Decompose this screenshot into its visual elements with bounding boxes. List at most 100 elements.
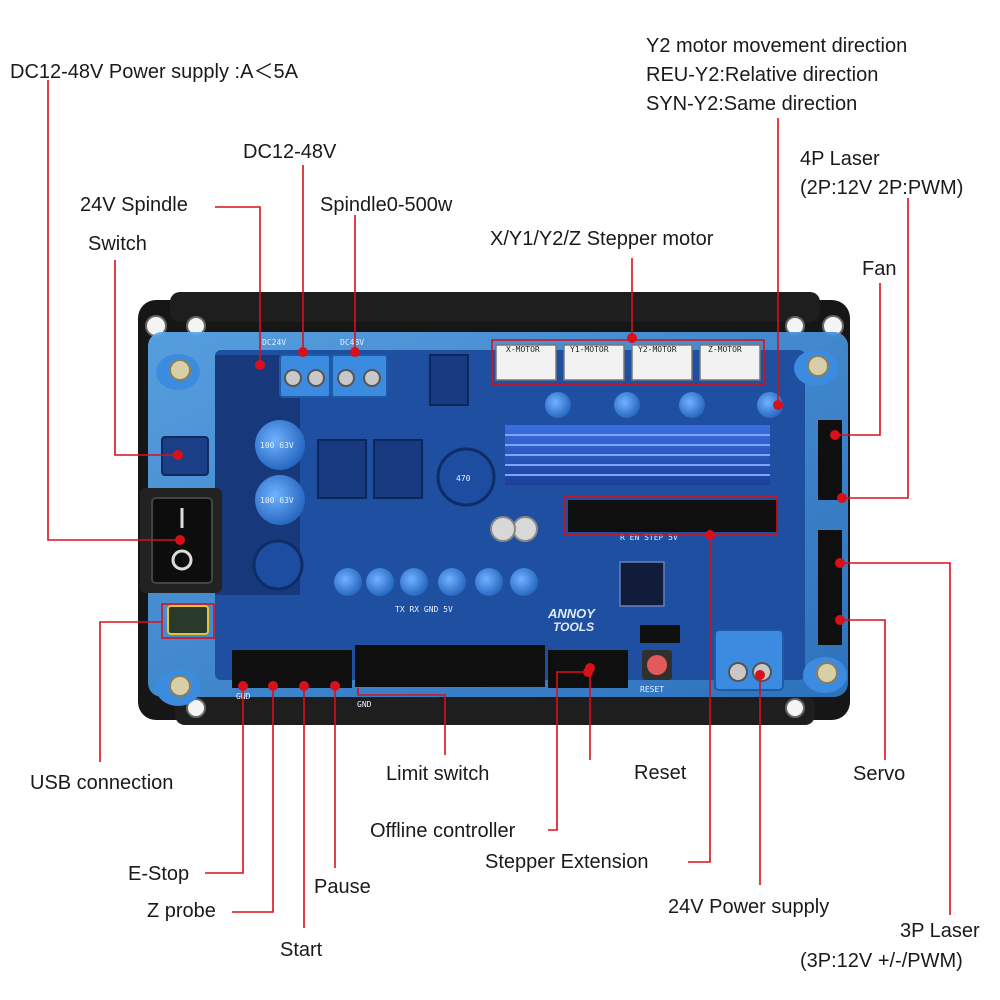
- dot-estop: [238, 681, 248, 691]
- right-connectors: [818, 420, 842, 645]
- dot-start: [299, 681, 309, 691]
- leader-4p-laser: [842, 198, 909, 499]
- label-stepper-extension: Stepper Extension: [485, 851, 648, 873]
- mcu-chip: [619, 561, 665, 607]
- label-fan: Fan: [862, 258, 896, 280]
- svg-text:100 63V: 100 63V: [260, 496, 294, 505]
- terminal-24v: [714, 629, 784, 691]
- standoff-tr: [794, 350, 838, 386]
- leader-estop: [205, 686, 244, 874]
- label-24v-spindle: 24V Spindle: [80, 194, 188, 216]
- mount-hole-bl: [186, 698, 206, 718]
- dot-servo: [835, 615, 845, 625]
- label-power-supply: DC12-48V Power supply :A＜5A: [10, 61, 299, 83]
- terminal-dc24v: [279, 354, 331, 398]
- label-spindle-500w: Spindle0-500w: [320, 194, 453, 216]
- dot-pause: [330, 681, 340, 691]
- dot-y2: [773, 400, 783, 410]
- leader-limit-switch: [357, 688, 446, 755]
- dot-power-supply: [175, 535, 185, 545]
- dot-stepper-motor: [627, 333, 637, 343]
- label-y2-title: Y2 motor movement direction: [646, 35, 907, 57]
- svg-text:RESET: RESET: [640, 685, 664, 694]
- label-estop: E-Stop: [128, 863, 189, 885]
- dot-24v-spindle: [255, 360, 265, 370]
- leader-switch: [114, 260, 175, 456]
- dot-spindle-500w: [350, 347, 360, 357]
- label-servo: Servo: [853, 763, 905, 785]
- silk-x-motor: X-MOTOR: [506, 345, 540, 354]
- base-plate-tab-top: [170, 292, 820, 322]
- silk-dc24v: DC24V: [262, 338, 286, 347]
- label-stepper-motor: X/Y1/Y2/Z Stepper motor: [490, 228, 714, 250]
- highlight-stepper-ext: [564, 496, 778, 536]
- standoff-tl: [156, 354, 200, 390]
- brand-a: ANNOY: [547, 606, 596, 621]
- svg-text:100 63V: 100 63V: [260, 441, 294, 450]
- leader-servo: [840, 619, 886, 760]
- label-dc12-48v: DC12-48V: [243, 141, 337, 163]
- label-4p-laser-b: (2P:12V 2P:PWM): [800, 177, 963, 199]
- dot-24v-power: [755, 670, 765, 680]
- label-pause: Pause: [314, 876, 371, 898]
- label-offline-controller: Offline controller: [370, 820, 516, 842]
- labels: DC12-48V Power supply :A＜5A DC12-48V 24V…: [10, 35, 980, 972]
- leader-24v-spindle: [215, 206, 261, 360]
- label-start: Start: [280, 939, 323, 961]
- silk-z-motor: Z-MOTOR: [708, 345, 742, 354]
- regulator-3: [429, 354, 469, 406]
- bottom-headers: [232, 625, 680, 688]
- regulator-1: [317, 439, 367, 499]
- label-usb: USB connection: [30, 772, 173, 794]
- capacitor-2: 100 63V: [255, 475, 305, 525]
- dot-dc12-48v: [298, 347, 308, 357]
- silk-uart: TX RX GND 5V: [395, 605, 453, 614]
- leader-3p-laser: [840, 562, 951, 915]
- label-y2-syn: SYN-Y2:Same direction: [646, 93, 857, 115]
- label-switch: Switch: [88, 233, 147, 255]
- motor-connectors: X-MOTOR Y1-MOTOR Y2-MOTOR Z-MOTOR: [495, 344, 761, 381]
- stepper-extension-header: [568, 500, 778, 532]
- label-reset: Reset: [634, 762, 687, 784]
- leader-fan: [835, 283, 881, 436]
- inductor-2: 470: [436, 447, 496, 507]
- usb-port: [167, 605, 209, 635]
- highlight-usb: [161, 603, 215, 639]
- leader-power-supply: [47, 80, 180, 541]
- dot-switch: [173, 450, 183, 460]
- dot-3p-laser: [835, 558, 845, 568]
- leader-lines: [47, 80, 951, 928]
- base-plate-tab-bottom: [175, 695, 815, 725]
- label-3p-laser-a: 3P Laser: [900, 920, 980, 942]
- dot-4p-laser: [837, 493, 847, 503]
- label-4p-laser-a: 4P Laser: [800, 148, 880, 170]
- leader-offline: [548, 671, 583, 831]
- label-zprobe: Z probe: [147, 900, 216, 922]
- silk-dc48v: DC48V: [340, 338, 364, 347]
- capacitor-1: 100 63V: [255, 420, 305, 470]
- standoff-bl: [156, 670, 200, 706]
- brand-b: TOOLS: [553, 620, 594, 634]
- switch-socket: [161, 436, 209, 476]
- silk-gnd-b: GND: [357, 700, 372, 709]
- silk-y2-motor: Y2-MOTOR: [638, 345, 677, 354]
- label-y2-reu: REU-Y2:Relative direction: [646, 64, 878, 86]
- silk-y1-motor: Y1-MOTOR: [570, 345, 609, 354]
- board: DC24V DC48V 100 63V 100 63V 470: [138, 292, 850, 725]
- dot-reset: [585, 663, 595, 673]
- inductor-1: [252, 539, 304, 591]
- label-3p-laser-b: (3P:12V +/-/PWM): [800, 950, 963, 972]
- terminal-dc48v: [331, 354, 388, 398]
- heatsink: [505, 425, 770, 485]
- reset-button: RESET: [640, 650, 672, 694]
- leader-zprobe: [232, 686, 274, 913]
- silk-ext: R EN STEP 5V: [620, 533, 678, 542]
- dot-fan: [830, 430, 840, 440]
- dot-zprobe: [268, 681, 278, 691]
- leader-usb: [99, 621, 162, 762]
- dot-stepper-ext: [705, 530, 715, 540]
- label-limit-switch: Limit switch: [386, 763, 489, 785]
- capacitor-row: [334, 392, 783, 596]
- label-24v-power: 24V Power supply: [668, 896, 829, 918]
